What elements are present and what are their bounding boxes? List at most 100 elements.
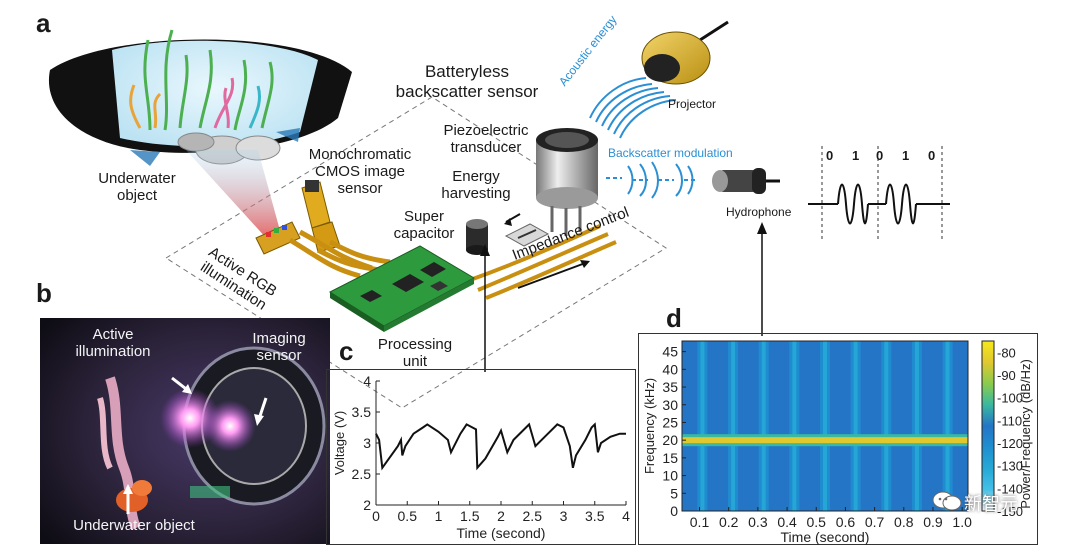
y-tick-label: 5 [670, 485, 678, 501]
colorbar-label: Power/Frequency (dB/Hz) [1018, 359, 1033, 509]
piezo-label: Piezoelectric transducer [443, 122, 529, 156]
impedance-control-arrow [517, 260, 590, 289]
active-illumination-label: Active illumination [75, 326, 151, 360]
bit-label: 1 [852, 148, 860, 163]
x-tick-label: 0.7 [865, 514, 885, 530]
spectrogram-panel-frame [638, 333, 1038, 545]
x-tick-label: 1.5 [460, 508, 480, 524]
projector-label: Projector [668, 97, 717, 111]
sensor-photo [40, 318, 330, 544]
x-tick-label: 0.8 [894, 514, 914, 530]
backscatter-waves [606, 161, 696, 199]
x-axis-label: Time (second) [457, 525, 546, 541]
spectrogram-stripe-core [853, 341, 858, 511]
y-tick-label: 30 [662, 397, 678, 413]
x-tick-label: 1 [435, 508, 443, 524]
super-capacitor-label: Super capacitor [393, 208, 455, 242]
x-tick-label: 0.9 [923, 514, 943, 530]
bit-label: 0 [928, 148, 936, 163]
y-tick-label: 0 [670, 503, 678, 519]
spectrogram-stripe-core [700, 341, 705, 511]
photo-underwater-object-label: Underwater object [73, 517, 195, 534]
x-tick-label: 0.5 [398, 508, 418, 524]
colorbar-tick-label: -120 [997, 436, 1023, 451]
backscatter-modulation-label: Backscatter modulation [608, 146, 733, 160]
panel-label-b: b [36, 278, 52, 308]
y-axis-label: Voltage (V) [332, 411, 347, 475]
spectrogram-stripe-core [945, 341, 950, 511]
underwater-object-label: Underwater object [98, 170, 176, 204]
x-tick-label: 2 [497, 508, 505, 524]
voltage-series-line [375, 422, 626, 471]
rgb-led-board [255, 221, 301, 255]
colorbar-tick-label: -90 [997, 368, 1016, 383]
panel-label-c: c [339, 336, 354, 366]
colorbar-tick-label: -110 [997, 413, 1022, 428]
spectrogram-axes-box [681, 340, 969, 512]
carrier-band [682, 437, 968, 444]
x-tick-label: 2.5 [523, 508, 543, 524]
y-tick-label: 15 [662, 450, 678, 466]
connector-lines [480, 222, 767, 372]
y-tick-label: 45 [662, 344, 678, 360]
colorbar-tick-label: -150 [997, 504, 1023, 519]
y-tick-label: 10 [662, 468, 678, 484]
spectrogram-stripe-core [792, 341, 797, 511]
y-tick-label: 2.5 [352, 466, 372, 482]
spectrogram-stripe-core [884, 341, 889, 511]
y-tick-label: 20 [662, 432, 678, 448]
x-tick-label: 0.4 [777, 514, 797, 530]
cmos-sensor-label: Monochromatic CMOS image sensor [308, 146, 412, 197]
x-tick-label: 4 [622, 508, 630, 524]
x-tick-label: 0.5 [807, 514, 827, 530]
bit-label: 1 [902, 148, 910, 163]
spectrogram-stripe-core [761, 341, 766, 511]
flex-cable [288, 229, 391, 279]
x-tick-label: 3 [560, 508, 568, 524]
hydrophone-device [712, 168, 780, 194]
voltage-panel-frame [326, 369, 636, 545]
x-tick-label: 0.6 [836, 514, 856, 530]
x-tick-label: 1.0 [952, 514, 972, 530]
colorbar-tick-label: -80 [997, 345, 1016, 360]
x-tick-label: 0 [372, 508, 380, 524]
bit-label: 0 [876, 148, 884, 163]
y-tick-label: 35 [662, 379, 678, 395]
processing-unit-label: Processing unit [377, 336, 453, 370]
hydrophone-label: Hydrophone [726, 205, 792, 219]
flex-cable-right [469, 224, 617, 300]
y-tick-label: 3.5 [352, 404, 372, 420]
processing-unit-board [328, 245, 476, 332]
imaging-sensor-label: Imaging sensor [252, 330, 306, 364]
colorbar-tick-label: -130 [997, 459, 1023, 474]
rgb-beam [186, 150, 282, 240]
sensor-title: Batteryless backscatter sensor [395, 62, 539, 101]
x-tick-label: 0.3 [748, 514, 768, 530]
y-tick-label: 3 [363, 435, 371, 451]
spectrogram-stripe-core [823, 341, 827, 511]
underwater-object-illustration [48, 29, 352, 166]
x-tick-label: 0.1 [690, 514, 710, 530]
y-tick-label: 4 [363, 373, 371, 389]
colorbar-tick-label: -100 [997, 391, 1023, 406]
energy-harvesting-chip [504, 213, 550, 247]
panel-label-d: d [666, 303, 682, 333]
watermark-text: 新智元 [964, 494, 1018, 515]
piezoelectric-transducer-part [536, 128, 598, 236]
spectrogram-stripe-core [914, 341, 919, 511]
energy-harvesting-label: Energy harvesting [441, 168, 511, 202]
spectrogram-stripe-core [731, 341, 736, 511]
y-tick-label: 40 [662, 361, 678, 377]
y-tick-label: 25 [662, 414, 678, 430]
x-tick-label: 3.5 [585, 508, 605, 524]
x-axis-label: Time (second) [781, 529, 870, 545]
acoustic-energy-waves [589, 77, 677, 139]
projector-device [641, 20, 729, 85]
x-tick-label: 0.2 [719, 514, 739, 530]
panel-label-a: a [36, 8, 51, 38]
y-tick-label: 2 [363, 497, 371, 513]
colorbar-tick-label: -140 [997, 481, 1023, 496]
